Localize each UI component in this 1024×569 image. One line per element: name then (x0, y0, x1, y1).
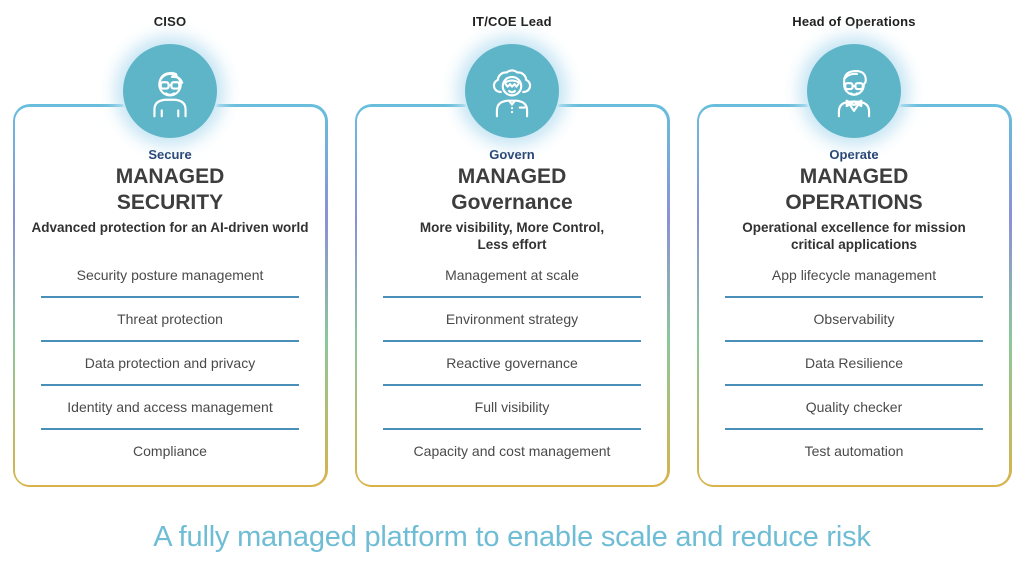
card-title-line1: MANAGED (457, 164, 567, 188)
card-title: MANAGED Governance (451, 164, 572, 216)
list-item: Compliance (133, 442, 207, 459)
card-header: Operate MANAGED OPERATIONS Operational e… (728, 147, 980, 254)
card-title-line1: MANAGED (115, 164, 225, 188)
card-title: MANAGED OPERATIONS (785, 164, 922, 216)
list-item: Data Resilience (725, 342, 983, 386)
card-header: Govern MANAGED Governance More visibilit… (403, 147, 621, 254)
woman-curly-hair-avatar-icon (492, 69, 532, 118)
list-item: Management at scale (383, 254, 641, 298)
list-item: Test automation (804, 442, 904, 459)
list-item: Identity and access management (41, 386, 299, 430)
avatar-it-coe-lead (465, 44, 559, 138)
list-item: Environment strategy (383, 298, 641, 342)
list-item: Full visibility (383, 386, 641, 430)
avatar-head-of-operations (807, 44, 901, 138)
card-managed-security: Secure MANAGED SECURITY Advanced protect… (12, 104, 328, 487)
list-item: Capacity and cost management (413, 442, 611, 459)
list-item: Observability (725, 298, 983, 342)
list-item: App lifecycle management (725, 254, 983, 298)
column-managed-governance: IT/COE Lead (354, 0, 670, 487)
card-managed-operations: Operate MANAGED OPERATIONS Operational e… (696, 104, 1012, 487)
card-title-line2: OPERATIONS (785, 190, 923, 214)
pillar-columns: CISO (12, 0, 1012, 487)
card-inner: Operate MANAGED OPERATIONS Operational e… (699, 106, 1009, 485)
man-glasses-avatar-icon (153, 71, 187, 118)
man-bowtie-avatar-icon (837, 69, 871, 118)
avatar-ciso (123, 44, 217, 138)
list-item: Data protection and privacy (41, 342, 299, 386)
persona-label-it-coe-lead: IT/COE Lead (472, 14, 552, 29)
card-inner: Govern MANAGED Governance More visibilit… (357, 106, 667, 485)
card-title-line1: MANAGED (799, 164, 909, 188)
card-subtitle: Operational excellence for mission criti… (742, 219, 966, 252)
card-managed-governance: Govern MANAGED Governance More visibilit… (354, 104, 670, 487)
pillar-label-operate: Operate (829, 146, 879, 162)
column-managed-security: CISO (12, 0, 328, 487)
list-item: Threat protection (41, 298, 299, 342)
pillar-label-govern: Govern (489, 146, 535, 162)
persona-label-ciso: CISO (153, 14, 187, 29)
pillar-label-secure: Secure (148, 146, 192, 162)
list-item: Quality checker (725, 386, 983, 430)
capability-list: App lifecycle management Observability D… (699, 254, 1009, 472)
card-title: MANAGED SECURITY (116, 164, 225, 216)
persona-label-head-of-operations: Head of Operations (792, 14, 916, 29)
capability-list: Management at scale Environment strategy… (357, 254, 667, 472)
capability-list: Security posture management Threat prote… (15, 254, 325, 472)
card-title-line2: Governance (451, 190, 573, 214)
list-item: Reactive governance (383, 342, 641, 386)
card-subtitle: More visibility, More Control, Less effo… (419, 219, 605, 252)
column-managed-operations: Head of Operations (696, 0, 1012, 487)
list-item: Security posture management (41, 254, 299, 298)
card-inner: Secure MANAGED SECURITY Advanced protect… (15, 106, 325, 485)
card-title-line2: SECURITY (116, 190, 224, 214)
bottom-tagline: A fully managed platform to enable scale… (153, 521, 871, 553)
card-subtitle: Advanced protection for an AI-driven wor… (31, 219, 309, 235)
card-header: Secure MANAGED SECURITY Advanced protect… (31, 147, 308, 254)
